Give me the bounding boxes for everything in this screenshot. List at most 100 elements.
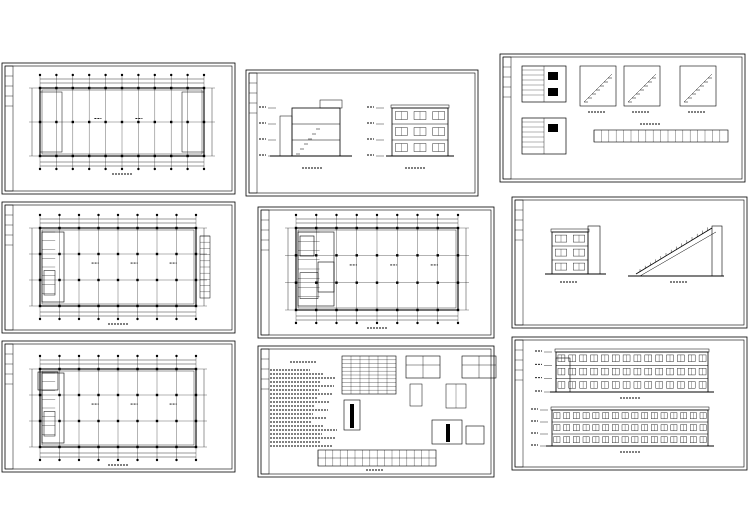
axis-bubble (153, 167, 156, 171)
sheet-front-rear-elevations (511, 336, 748, 471)
sheet-outer-border (257, 345, 495, 478)
toilet-room (299, 272, 319, 299)
axis-bubble (186, 73, 189, 77)
sheet-outer-border (511, 336, 748, 471)
sheet-outer-border (245, 69, 479, 197)
stair-plan-1 (521, 65, 567, 103)
sheet-plan-upper (1, 340, 236, 473)
sheet-inner-border (248, 72, 476, 194)
sheet-sections-small (245, 69, 479, 197)
wall-cut (446, 424, 450, 442)
toilet-room (43, 270, 56, 296)
axis-bubble (194, 213, 198, 217)
service-room (317, 261, 335, 293)
title-strip (248, 72, 258, 194)
long-section-strip (317, 449, 437, 467)
axis-bubble (136, 458, 139, 462)
axis-bubble (155, 354, 159, 358)
sheet-side-elevation (511, 196, 748, 329)
axis-bubble (170, 73, 173, 77)
sheets-layer (1, 53, 748, 478)
title-strip (260, 209, 270, 336)
axis-bubble (186, 167, 189, 171)
axis-bubble (97, 354, 100, 358)
section-outline (291, 107, 341, 157)
stair-block (299, 235, 315, 257)
axis-bubble (137, 73, 140, 77)
axis-bubble (194, 317, 198, 321)
axis-bubble (436, 321, 439, 325)
stair-cross-section (628, 225, 724, 283)
column-fill (548, 124, 558, 132)
axis-bubble (58, 213, 61, 217)
stair-section-3 (679, 65, 717, 113)
sheet-stair-details (499, 53, 746, 183)
title-strip (514, 339, 524, 468)
axis-bubble (375, 213, 379, 217)
axis-bubble (97, 317, 100, 321)
axis-bubble (436, 213, 439, 217)
stair-stringer (627, 73, 657, 103)
sheet-outer-border (499, 53, 746, 183)
stair-section-1 (579, 65, 617, 113)
axis-bubble (456, 321, 460, 325)
axis-bubble (88, 73, 91, 77)
axis-bubble (77, 317, 81, 321)
axis-bubble (136, 354, 139, 358)
axis-bubble (136, 317, 139, 321)
parapet (390, 104, 450, 109)
axis-bubble (416, 321, 419, 325)
axis-bubble (335, 213, 338, 217)
axis-bubble (194, 458, 198, 462)
axis-bubble (355, 213, 358, 217)
axis-bubble (294, 213, 298, 217)
title-strip (4, 204, 14, 331)
building-outline (551, 231, 589, 275)
axis-bubble (396, 213, 399, 217)
axis-bubble (202, 73, 206, 77)
sheet-notes-details (257, 345, 497, 478)
parapet (550, 406, 710, 411)
axis-bubble (38, 458, 42, 462)
axis-bubble (38, 354, 42, 358)
eave-detail (465, 425, 485, 445)
stair-section-frame (623, 65, 661, 107)
axis-bubble (294, 321, 298, 325)
axis-bubble (136, 213, 139, 217)
title-strip (514, 199, 524, 326)
schedule-table (341, 355, 397, 395)
axis-bubble (116, 458, 120, 462)
wall-section (343, 399, 361, 431)
axis-bubble (416, 213, 419, 217)
axis-bubble (116, 354, 120, 358)
stair-slab-underside (639, 231, 717, 277)
parapet (550, 228, 590, 233)
building-outline (551, 409, 709, 447)
axis-bubble (175, 213, 178, 217)
axis-bubble (116, 213, 120, 217)
axis-bubble (58, 354, 61, 358)
axis-bubble (97, 213, 100, 217)
sheet-inner-border (260, 348, 492, 475)
axis-bubble (355, 321, 358, 325)
axis-bubble (175, 458, 178, 462)
end-bay (181, 91, 205, 153)
axis-bubble (335, 321, 338, 325)
axis-bubble (175, 317, 178, 321)
axis-bubble (97, 458, 100, 462)
axis-bubble (315, 213, 318, 217)
axis-bubble (71, 73, 75, 77)
section-right-elevation (386, 104, 454, 157)
axis-bubble (120, 73, 124, 77)
title-strip (4, 65, 14, 192)
stair-section-frame (679, 65, 717, 107)
side-elevation-view (546, 228, 594, 275)
axis-bubble (88, 167, 91, 171)
section-left (259, 99, 352, 157)
stair-plan-2 (521, 117, 567, 155)
stair-tower (587, 225, 601, 275)
axis-bubble (155, 317, 159, 321)
sheet-outer-border (1, 201, 236, 334)
axis-bubble (38, 167, 42, 171)
